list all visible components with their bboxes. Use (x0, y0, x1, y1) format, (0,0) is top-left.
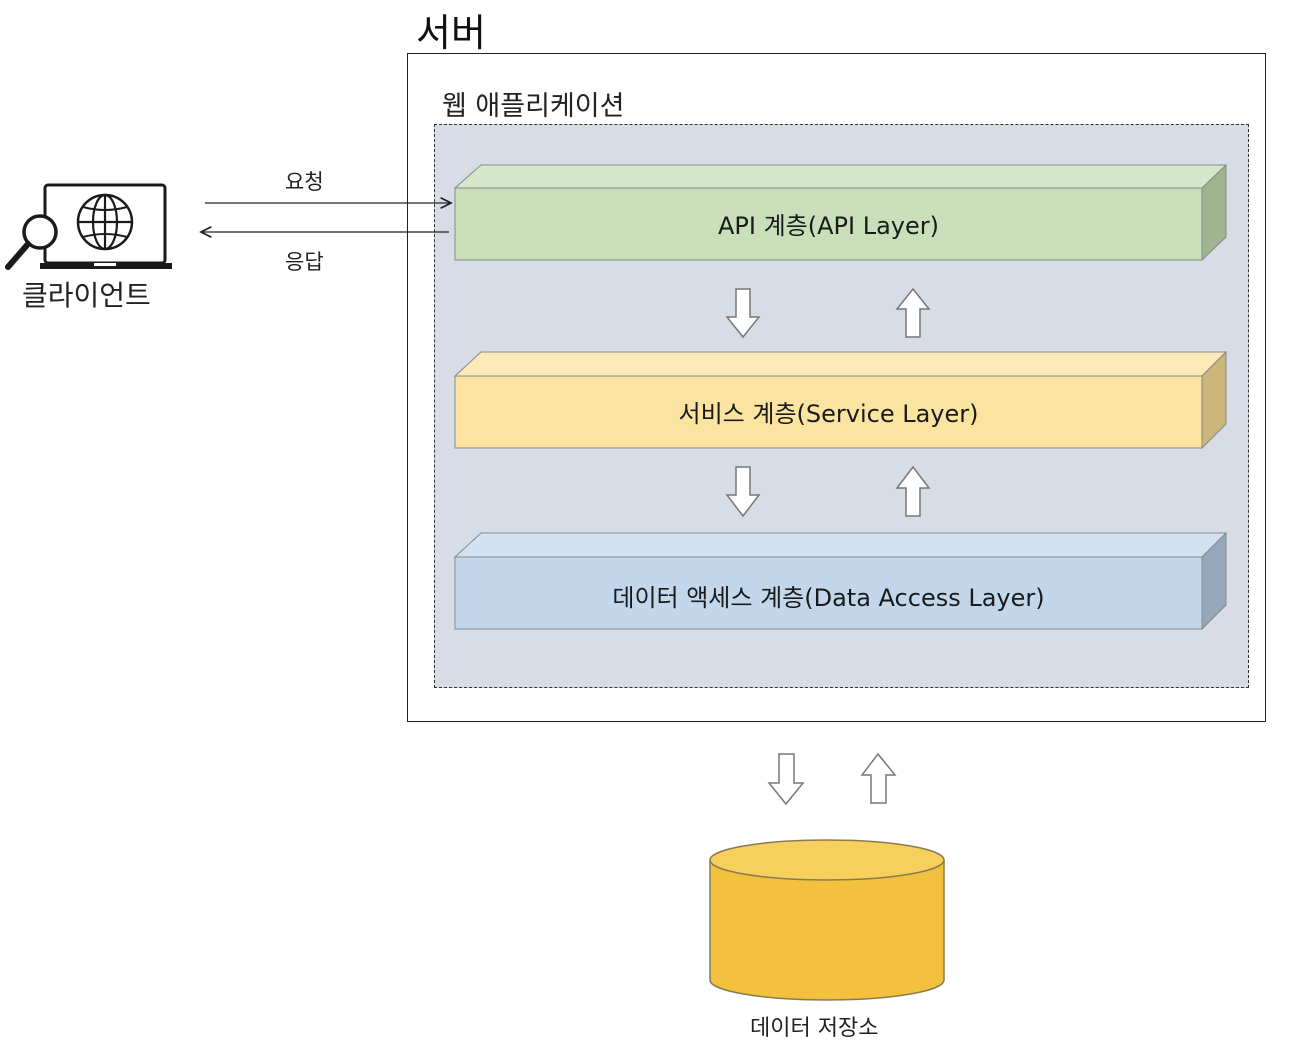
data-access-layer-top (453, 532, 1228, 558)
data-access-layer-front (454, 556, 1203, 630)
api-layer-top (453, 164, 1228, 189)
service-layer-label: 서비스 계층(Service Layer) (678, 400, 979, 428)
api-layer-label: API 계층(API Layer) (718, 212, 939, 240)
request-label: 요청 (285, 170, 324, 194)
server-container (407, 53, 1266, 722)
service-layer-block (453, 350, 1228, 450)
down-arrow-icon (725, 288, 761, 339)
webapp-title: 웹 애플리케이션 (442, 91, 625, 122)
down-arrow-icon (725, 466, 761, 518)
api-layer-block (453, 163, 1228, 262)
down-arrow-icon (767, 753, 805, 806)
response-label: 응답 (285, 250, 324, 274)
server-title: 서버 (416, 11, 486, 55)
client-label: 클라이언트 (22, 279, 151, 312)
up-arrow-icon (860, 752, 897, 804)
service-layer-front (454, 375, 1203, 449)
data-access-layer-block (453, 531, 1228, 631)
data-access-layer-label: 데이터 액세스 계층(Data Access Layer) (612, 584, 1045, 612)
laptop-globe-magnifier-icon (5, 183, 172, 270)
up-arrow-icon (895, 287, 931, 338)
storage-label: 데이터 저장소 (750, 1016, 879, 1041)
api-layer-front (454, 187, 1203, 261)
service-layer-top (453, 351, 1228, 377)
database-cylinder-icon (709, 839, 945, 1001)
up-arrow-icon (895, 465, 931, 517)
